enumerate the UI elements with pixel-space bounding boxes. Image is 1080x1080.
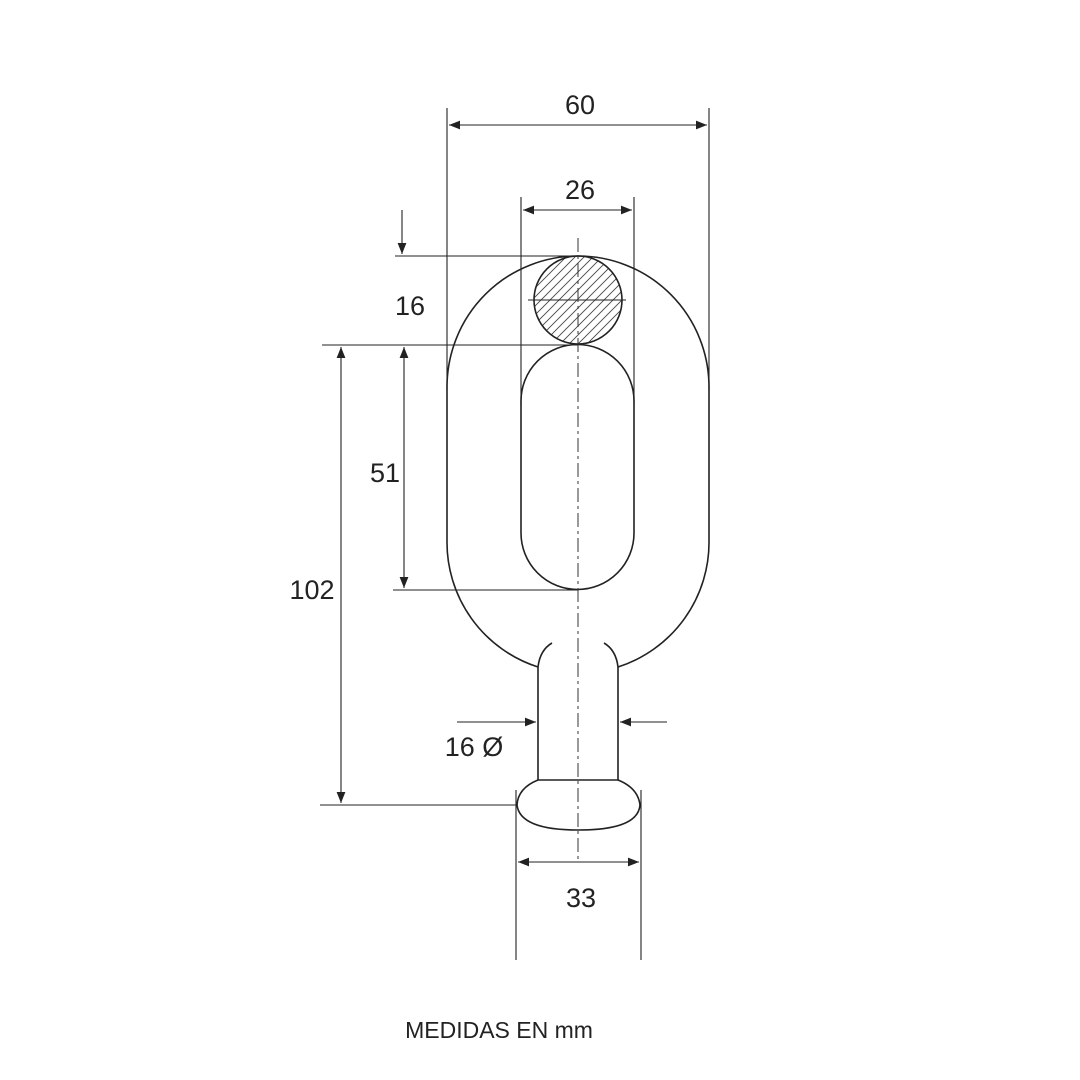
dim-shank-diameter: 16 Ø <box>445 732 504 762</box>
hatch-line <box>616 256 622 344</box>
hatch-line <box>534 256 583 344</box>
hatch-line <box>534 256 538 344</box>
dimension-lines <box>320 108 710 960</box>
dim-head-width: 33 <box>566 883 596 913</box>
units-note: MEDIDAS EN mm <box>405 1017 593 1043</box>
dim-bar-thickness: 16 <box>395 291 425 321</box>
hatch-line <box>534 256 574 344</box>
hatch-line <box>571 256 622 344</box>
dim-inner-width: 26 <box>565 175 595 205</box>
dim-total-length: 102 <box>289 575 334 605</box>
hatched-section <box>428 250 626 350</box>
dim-inner-length: 51 <box>370 458 400 488</box>
dim-outer-width: 60 <box>565 90 595 120</box>
hatch-line <box>580 256 622 344</box>
hatch-line <box>428 250 528 350</box>
